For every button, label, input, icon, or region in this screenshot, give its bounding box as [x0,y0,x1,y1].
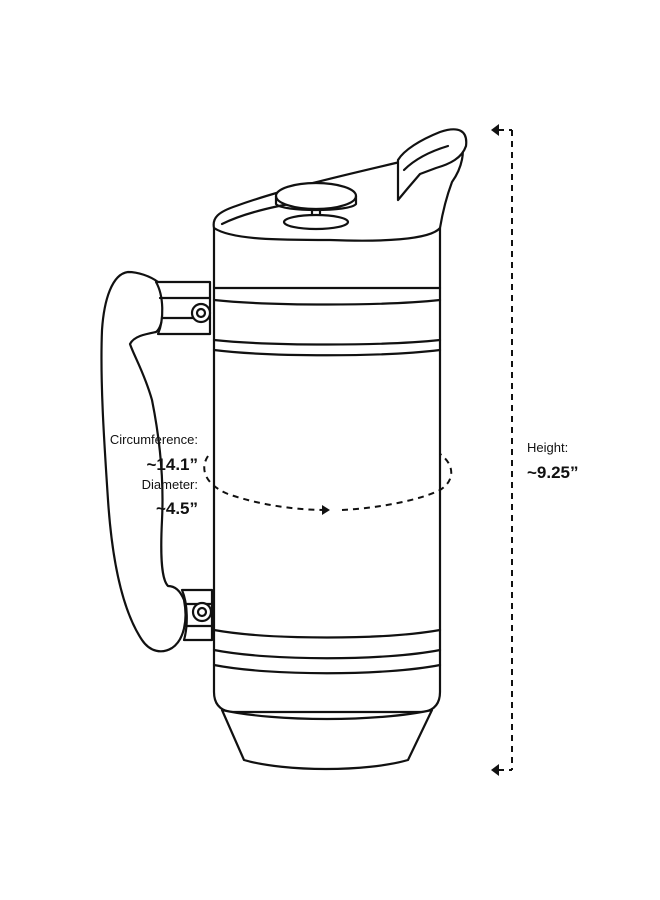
spout-tab [396,128,468,202]
height-indicator [491,124,513,776]
height-value: ~9.25” [527,463,579,482]
base-cap [220,708,434,771]
height-caption: Height: [527,440,568,455]
diameter-caption: Diameter: [142,477,198,492]
diameter-value: ~4.5” [156,499,198,518]
circumference-arrowhead-icon [322,505,330,515]
circumference-caption: Circumference: [110,432,198,447]
height-bottom-arrow-icon [491,764,499,776]
press-body [212,226,442,771]
plunger-knob [274,181,358,211]
body-cylinder [212,226,442,714]
lid [212,128,468,242]
handle-grip [100,270,187,653]
handle [100,270,214,653]
circumference-indicator [203,453,453,515]
height-top-arrow-icon [491,124,499,136]
circumference-value: ~14.1” [146,455,198,474]
